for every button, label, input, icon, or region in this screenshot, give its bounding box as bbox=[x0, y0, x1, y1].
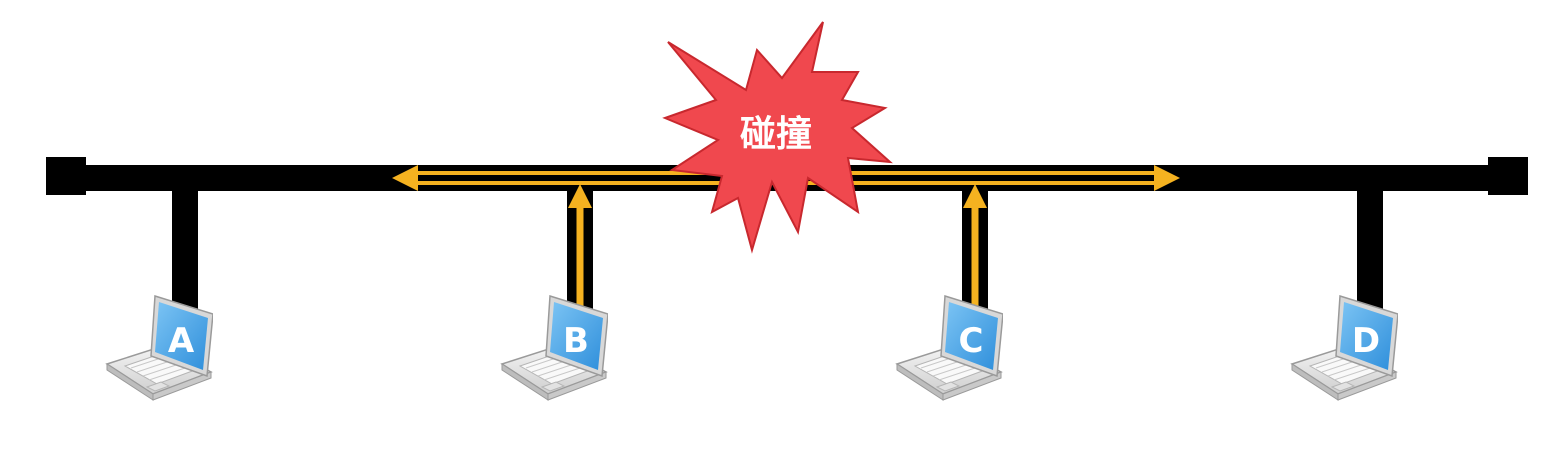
node-label-d: D bbox=[1352, 321, 1380, 361]
node-d: D bbox=[1291, 295, 1398, 401]
drop-cable-d bbox=[1357, 180, 1383, 312]
laptop-icon bbox=[896, 295, 1003, 401]
signal-arrow-right bbox=[1154, 165, 1180, 191]
node-a: A bbox=[106, 295, 213, 401]
collision-star-icon bbox=[662, 21, 893, 254]
node-label-a: A bbox=[168, 321, 195, 361]
node-c: C bbox=[896, 295, 1003, 401]
bus-terminator-left bbox=[46, 157, 86, 195]
laptop-icon bbox=[106, 295, 213, 401]
bus-terminator-right bbox=[1488, 157, 1528, 195]
node-label-c: C bbox=[959, 321, 984, 361]
signal-arrow-up-b bbox=[568, 184, 592, 208]
collision-label: 碰撞 bbox=[740, 114, 812, 155]
signal-arrow-left bbox=[392, 165, 418, 191]
node-b: B bbox=[501, 295, 608, 401]
laptop-icon bbox=[1291, 295, 1398, 401]
signal-arrow-up-c bbox=[963, 184, 987, 208]
drop-cable-a bbox=[172, 180, 198, 312]
signal-paths bbox=[392, 165, 1180, 312]
laptop-icon bbox=[501, 295, 608, 401]
collision-burst: 碰撞 bbox=[662, 21, 893, 254]
node-label-b: B bbox=[563, 321, 589, 361]
